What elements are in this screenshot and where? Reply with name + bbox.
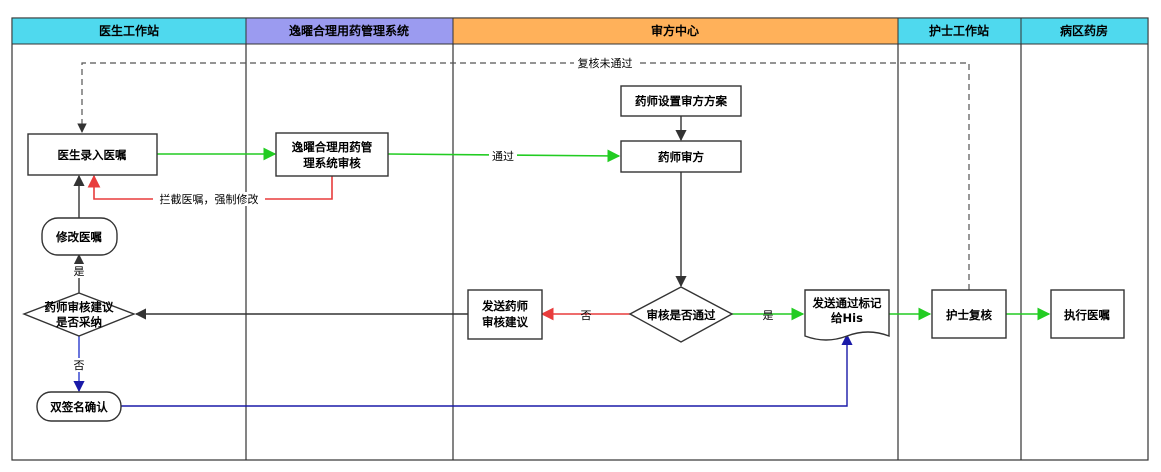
lane-title-review: 审方中心 — [651, 23, 699, 38]
node-send-mark-label-1: 发送通过标记 — [812, 296, 882, 310]
node-pass-decision-label: 审核是否通过 — [647, 308, 716, 322]
node-send-advice — [467, 289, 543, 340]
edge-label-yes-1: 是 — [74, 265, 85, 278]
node-execute — [1050, 289, 1125, 339]
node-system-review — [275, 132, 389, 177]
edge-label-no-2: 否 — [74, 359, 85, 372]
edge-label-bg — [489, 149, 517, 163]
node-nurse-check-label: 护士复核 — [946, 308, 992, 322]
node-send-advice-label-2: 审核建议 — [482, 315, 528, 329]
edge-recheck-fail — [77, 62, 970, 290]
node-send-mark — [804, 289, 890, 341]
node-set-plan-label: 药师设置审方方案 — [635, 94, 727, 108]
node-pharm-review — [620, 140, 742, 173]
lane-title-ward: 病区药房 — [1060, 23, 1108, 38]
lane-header-ward — [1020, 17, 1149, 45]
edge-label-no-1: 否 — [581, 309, 592, 322]
node-adopt-decision — [22, 292, 136, 337]
node-pharm-review-label: 药师审方 — [658, 150, 704, 164]
node-nurse-check — [931, 289, 1007, 339]
node-double-sign-label: 双签名确认 — [49, 400, 108, 414]
node-send-advice-label-1: 发送药师 — [481, 299, 528, 313]
node-set-plan — [620, 85, 742, 117]
node-pass-decision — [628, 286, 734, 343]
lane-header-system — [245, 17, 454, 45]
node-doctor-entry-label: 医生录入医嘱 — [58, 148, 127, 162]
node-doctor-entry — [27, 133, 158, 176]
node-system-review-label-1: 逸曜合理用药管 — [292, 140, 373, 154]
node-system-review-label-2: 理系统审核 — [303, 156, 361, 170]
node-send-mark-label-2: 给His — [831, 311, 863, 325]
lane-title-nurse: 护士工作站 — [929, 23, 989, 38]
diagram-frame — [11, 17, 1149, 461]
edge-label-yes-2: 是 — [763, 309, 774, 322]
node-modify — [41, 217, 118, 256]
edge-label-recheck-fail: 复核未通过 — [578, 56, 633, 70]
node-modify-label: 修改医嘱 — [55, 230, 102, 244]
lane-title-system: 逸曜合理用药管理系统 — [289, 23, 409, 38]
edge-label-pass: 通过 — [492, 150, 514, 163]
edge-label-bg — [153, 192, 265, 206]
edge-label-bg — [574, 57, 636, 70]
node-adopt-label-1: 药师审核建议 — [45, 300, 114, 314]
lane-header-doctor — [11, 17, 247, 45]
lane-title-doctor: 医生工作站 — [99, 23, 159, 38]
edge-label-intercept: 拦截医嘱，强制修改 — [160, 192, 259, 206]
edge-label-bg — [72, 264, 86, 278]
node-adopt-label-2: 是否采纳 — [55, 315, 102, 329]
lane-header-review — [452, 17, 899, 45]
edge-label-bg — [72, 358, 86, 372]
edge-sign-to-mark — [121, 333, 853, 407]
node-double-sign — [36, 391, 122, 422]
node-execute-label: 执行医嘱 — [1064, 308, 1110, 322]
